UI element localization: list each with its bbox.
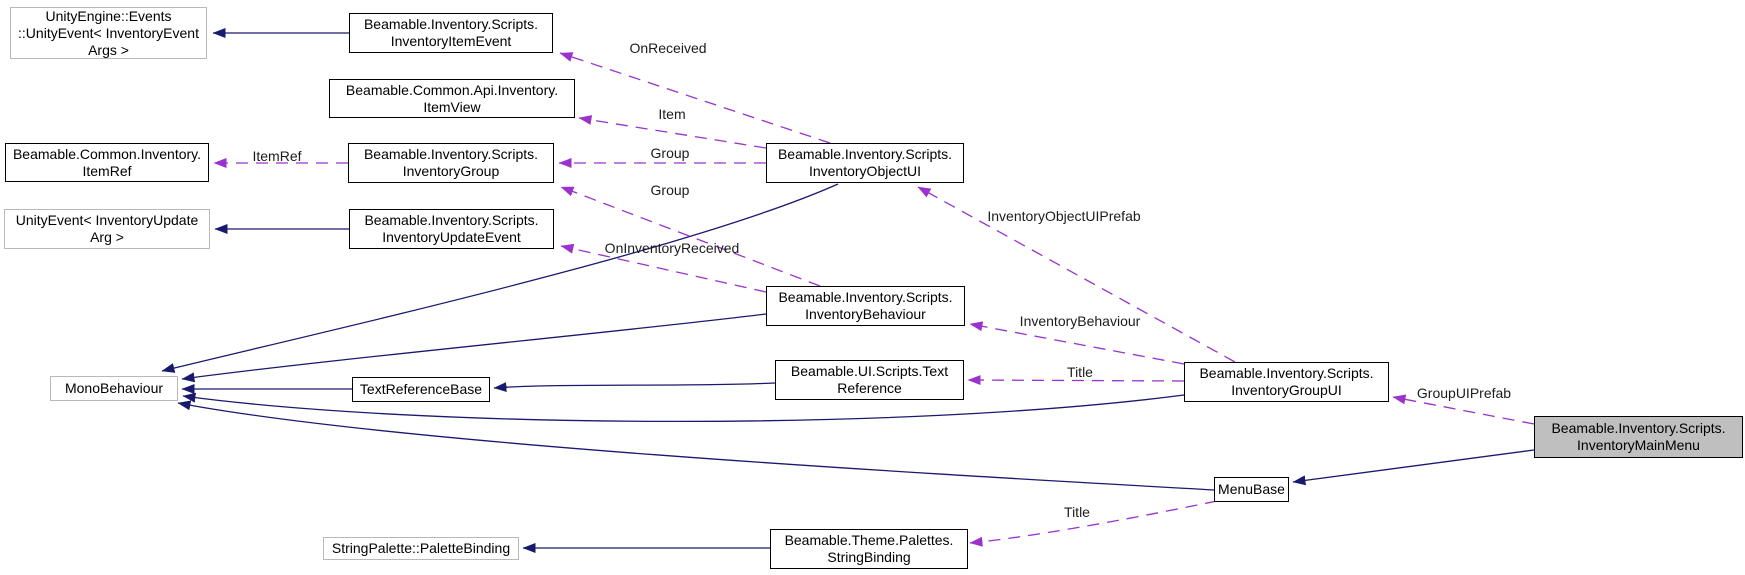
node-label-line: Arg > xyxy=(90,229,124,245)
edge-usage-oninventoryreceived xyxy=(560,243,767,293)
edge-usage-onreceived xyxy=(559,52,831,144)
node-label-line: InventoryGroup xyxy=(402,163,500,179)
node-label-line: StringBinding xyxy=(827,549,911,565)
edge-label-inventoryobjectuiprefab: InventoryObjectUIPrefab xyxy=(987,208,1141,224)
edge-inherit-inventorymainmenu-menubase xyxy=(1292,449,1535,486)
node-item-ref[interactable]: Beamable.Common.Inventory. ItemRef xyxy=(5,143,209,182)
edge-usage-item xyxy=(578,115,767,149)
node-label-line: InventoryBehaviour xyxy=(805,306,926,322)
node-inventory-main-menu: Beamable.Inventory.Scripts. InventoryMai… xyxy=(1534,416,1743,458)
node-unityevent-inventoryupdatearg: UnityEvent< InventoryUpdate Arg > xyxy=(4,209,210,249)
edge-inherit-inventorybehaviour-monobehaviour xyxy=(181,313,767,383)
node-inventory-update-event[interactable]: Beamable.Inventory.Scripts. InventoryUpd… xyxy=(349,209,554,249)
node-label-line: Reference xyxy=(837,380,902,396)
edge-label-onreceived: OnReceived xyxy=(629,40,707,56)
node-label-line: Beamable.Inventory.Scripts. xyxy=(363,146,539,162)
node-label-line: Beamable.Inventory.Scripts. xyxy=(363,16,539,32)
edge-inherit-inventorygroupui-monobehaviour xyxy=(182,392,1185,423)
node-unityevent-inventoryeventargs: UnityEngine::Events ::UnityEvent< Invent… xyxy=(10,7,207,59)
node-label-line: Args > xyxy=(88,41,129,58)
node-label-line: ItemRef xyxy=(82,162,132,179)
edge-label-groupuiprefab: GroupUIPrefab xyxy=(1416,385,1512,401)
edge-usage-group-behaviour xyxy=(560,186,821,287)
node-label-line: UnityEvent< InventoryUpdate xyxy=(15,212,199,228)
edge-label-title-menubase: Title xyxy=(1064,504,1090,520)
edge-inherit-inventoryobjectui-monobehaviour xyxy=(161,183,839,373)
node-label-line: InventoryGroupUI xyxy=(1231,382,1342,398)
node-label-line: Beamable.Inventory.Scripts. xyxy=(1199,365,1374,381)
node-label-line: Beamable.Inventory.Scripts. xyxy=(777,146,953,162)
node-label-line: MonoBehaviour xyxy=(64,380,164,396)
node-text-reference[interactable]: Beamable.UI.Scripts.Text Reference xyxy=(775,360,964,400)
node-text-reference-base[interactable]: TextReferenceBase xyxy=(352,377,490,402)
node-label-line: TextReferenceBase xyxy=(359,381,483,397)
edge-inherit-menubase-monobehaviour xyxy=(177,400,1215,491)
edge-usage-inventoryobjectuiprefab xyxy=(917,186,1236,363)
node-string-binding[interactable]: Beamable.Theme.Palettes. StringBinding xyxy=(770,529,968,569)
node-item-view[interactable]: Beamable.Common.Api.Inventory. ItemView xyxy=(329,79,575,118)
node-mono-behaviour: MonoBehaviour xyxy=(50,376,178,401)
node-label-line: MenuBase xyxy=(1218,481,1285,497)
node-label-line: InventoryItemEvent xyxy=(390,33,512,49)
edge-label-group-objectui: Group xyxy=(650,145,690,161)
node-label-line: Beamable.Inventory.Scripts. xyxy=(364,212,539,228)
node-label-line: Beamable.Inventory.Scripts. xyxy=(1551,420,1726,436)
edge-label-inventorybehaviour: InventoryBehaviour xyxy=(1019,313,1141,329)
node-stringpalette-palettebinding: StringPalette::PaletteBinding xyxy=(323,537,519,560)
node-menu-base[interactable]: MenuBase xyxy=(1214,477,1289,502)
node-label-line: Beamable.Inventory.Scripts. xyxy=(778,289,953,305)
node-inventory-group-ui[interactable]: Beamable.Inventory.Scripts. InventoryGro… xyxy=(1184,362,1389,402)
node-label-line: Beamable.Theme.Palettes. xyxy=(784,532,954,548)
node-inventory-item-event[interactable]: Beamable.Inventory.Scripts. InventoryIte… xyxy=(349,13,553,53)
edge-usage-title-menubase xyxy=(969,500,1218,547)
node-inventory-group[interactable]: Beamable.Inventory.Scripts. InventoryGro… xyxy=(348,143,554,183)
node-label-line: InventoryUpdateEvent xyxy=(382,229,521,245)
node-label-line: InventoryObjectUI xyxy=(808,163,922,179)
node-label-line: StringPalette::PaletteBinding xyxy=(331,540,511,556)
node-label-line: InventoryMainMenu xyxy=(1577,437,1700,453)
edge-usage-title-groupui xyxy=(967,375,1185,386)
edge-inherit-textreference-textreferencebase xyxy=(493,382,776,393)
edge-label-item: Item xyxy=(658,106,686,122)
edge-usage-inventorybehaviour xyxy=(969,321,1185,365)
edge-label-title-groupui: Title xyxy=(1067,364,1093,380)
node-inventory-behaviour[interactable]: Beamable.Inventory.Scripts. InventoryBeh… xyxy=(766,286,965,326)
node-label-line: Beamable.Common.Api.Inventory. xyxy=(345,81,559,98)
node-label-line: ItemView xyxy=(423,98,481,115)
node-label-line: ::UnityEvent< InventoryEvent xyxy=(18,24,199,41)
edge-label-itemref: ItemRef xyxy=(252,148,302,164)
node-inventory-object-ui[interactable]: Beamable.Inventory.Scripts. InventoryObj… xyxy=(766,143,964,183)
edge-label-group-behaviour: Group xyxy=(650,182,690,198)
node-label-line: UnityEngine::Events xyxy=(45,7,172,24)
edge-usage-groupuiprefab xyxy=(1392,394,1535,425)
node-label-line: Beamable.Common.Inventory. xyxy=(12,145,202,162)
node-label-line: Beamable.UI.Scripts.Text xyxy=(790,363,949,379)
edge-label-oninventoryreceived: OnInventoryReceived xyxy=(604,240,740,256)
